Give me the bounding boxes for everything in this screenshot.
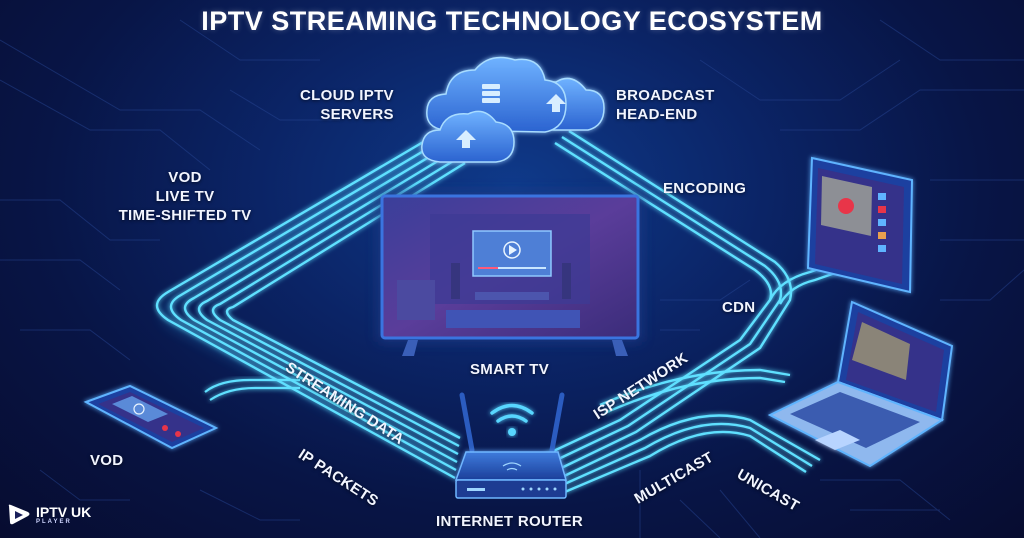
brand-logo: IPTV UK PLAYER [6, 503, 91, 527]
broadcast-headend-label: BROADCAST HEAD-END [616, 87, 715, 123]
phone-vod-label: VOD [90, 452, 124, 469]
page-title: IPTV STREAMING TECHNOLOGY ECOSYSTEM [201, 6, 823, 36]
tablet-icon [806, 156, 914, 294]
play-logo-icon [8, 504, 30, 525]
left-line-bundle [155, 136, 466, 480]
cloud-servers-label: CLOUD IPTV SERVERS [300, 87, 394, 123]
cdn-label: CDN [722, 299, 756, 316]
router-icon [454, 392, 567, 499]
smart-tv-icon [378, 192, 642, 356]
smartphone-icon [83, 384, 219, 450]
right-line-bundle [544, 129, 856, 496]
smart-tv-label: SMART TV [470, 361, 550, 378]
laptop-icon [767, 300, 954, 468]
router-label: INTERNET ROUTER [436, 513, 583, 530]
services-label: VOD LIVE TV TIME-SHIFTED TV [118, 169, 252, 224]
encoding-label: ENCODING [663, 180, 747, 197]
circuit-traces [0, 19, 1024, 538]
cloud-server-icon [421, 56, 605, 163]
